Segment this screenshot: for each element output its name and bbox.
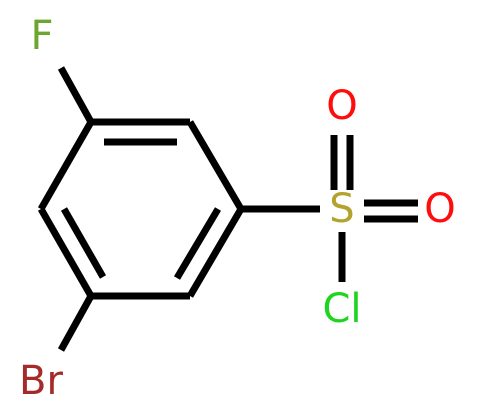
chlorine-atom-label: Cl xyxy=(322,286,361,332)
ring-bond-c5-c6 xyxy=(37,207,95,298)
sulfur-atom-label: S xyxy=(329,186,354,232)
bond-c5-br xyxy=(57,294,95,352)
ring-bond-c6-c1 xyxy=(37,120,95,211)
ring-bond-c3-c4 xyxy=(186,207,245,298)
ring-bond-c3-c4-inner xyxy=(173,207,222,280)
bond-c1-f xyxy=(57,66,95,124)
bromine-atom-label: Br xyxy=(19,358,63,404)
ring-bond-c5-c6-inner xyxy=(60,207,107,279)
ring-bond-c2-c3 xyxy=(186,120,245,211)
benzene-ring xyxy=(37,118,245,300)
fluorine-atom-label: F xyxy=(30,13,53,59)
oxygen-top-atom-label: O xyxy=(326,83,357,129)
oxygen-right-atom-label: O xyxy=(424,186,455,232)
